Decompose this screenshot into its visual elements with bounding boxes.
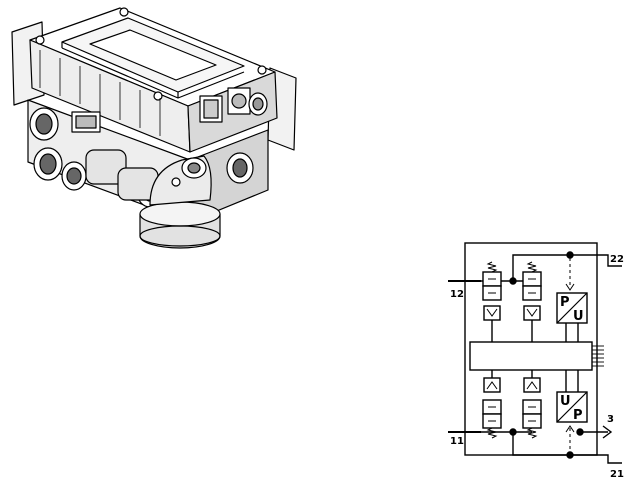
- exhaust-silencer: [139, 155, 221, 249]
- bottom-transducer-p: P: [573, 408, 583, 423]
- port-label-11: 11: [450, 436, 464, 447]
- pressure-transducer-bottom: [556, 370, 588, 452]
- pneumatic-schematic: P U U P 12 11 22 3 21: [448, 242, 624, 480]
- housing-ribs: [39, 50, 161, 136]
- port-label-3: 3: [607, 414, 614, 425]
- port-label-22: 22: [610, 254, 624, 265]
- pneumatic-ports: [29, 107, 254, 208]
- junction-dot: [509, 277, 517, 285]
- lid-edge: [61, 47, 245, 99]
- port-22-line: [597, 254, 622, 267]
- relay-body: [469, 341, 593, 371]
- port-21-line: [597, 454, 622, 464]
- port-label-12: 12: [450, 289, 464, 300]
- solenoid-valve-bottom-left: [482, 377, 502, 439]
- top-transducer-u: U: [573, 309, 584, 324]
- internal-line-bottom: [512, 432, 597, 456]
- solenoid-valve-top-middle: [522, 261, 542, 321]
- junction-dot: [509, 428, 517, 436]
- solenoid-valve-bottom-middle: [522, 377, 542, 439]
- ecu-lid-inner: [89, 29, 217, 81]
- relay-body-hatching: [592, 345, 604, 367]
- top-transducer-p: P: [560, 295, 570, 310]
- electrical-connectors: [199, 87, 268, 123]
- port-3-arrow: [602, 425, 613, 439]
- internal-line-top: [512, 254, 597, 281]
- junction-dot: [576, 428, 584, 436]
- modulator-unit-illustration: [11, 7, 297, 249]
- solenoid-valve-top-left: [482, 261, 502, 321]
- junction-dot: [566, 451, 574, 459]
- junction-dot: [566, 251, 574, 259]
- bottom-transducer-u: U: [560, 394, 571, 409]
- port-label-21: 21: [610, 469, 624, 480]
- pressure-transducer-top: [556, 258, 588, 342]
